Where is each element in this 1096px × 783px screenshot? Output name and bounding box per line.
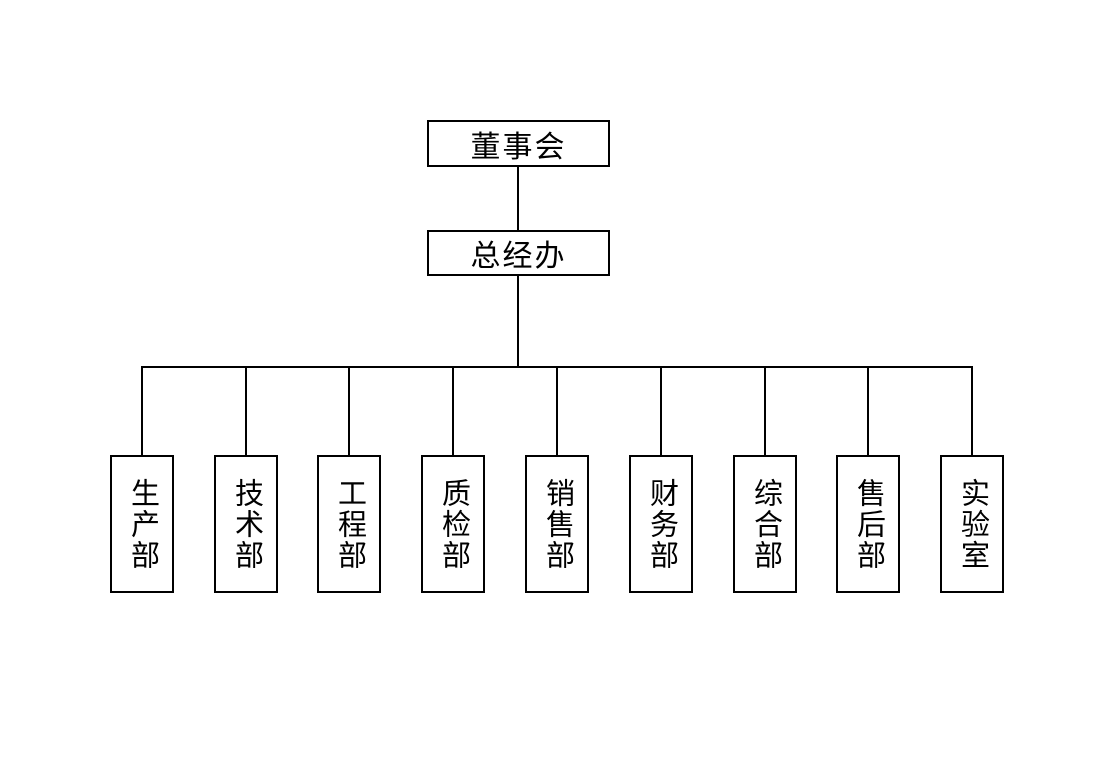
connector-drop-quality-inspection (452, 366, 454, 455)
root-box-label: 董事会 (470, 130, 567, 164)
connector-drop-sales (556, 366, 558, 455)
dept-label-general-affairs: 综合部 (749, 477, 782, 571)
connector-drop-finance (660, 366, 662, 455)
dept-box-engineering: 工程部 (317, 455, 381, 593)
dept-label-engineering: 工程部 (333, 477, 366, 571)
connector-drop-engineering (348, 366, 350, 455)
dept-box-technology: 技术部 (214, 455, 278, 593)
dept-label-laboratory: 实验室 (956, 477, 989, 571)
dept-box-finance: 财务部 (629, 455, 693, 593)
dept-box-after-sales: 售后部 (836, 455, 900, 593)
dept-label-sales: 销售部 (541, 477, 574, 571)
connector-drop-technology (245, 366, 247, 455)
dept-label-quality-inspection: 质检部 (437, 477, 470, 571)
dept-label-after-sales: 售后部 (852, 477, 885, 571)
connector-drop-after-sales (867, 366, 869, 455)
dept-box-general-affairs: 综合部 (733, 455, 797, 593)
dept-box-production: 生产部 (110, 455, 174, 593)
dept-label-production: 生产部 (126, 477, 159, 571)
dept-box-laboratory: 实验室 (940, 455, 1004, 593)
connector-middle-to-bus (517, 276, 519, 366)
dept-box-sales: 销售部 (525, 455, 589, 593)
root-box-board: 董事会 (427, 120, 610, 167)
connector-drop-production (141, 366, 143, 455)
connector-root-to-middle (517, 167, 519, 230)
dept-label-technology: 技术部 (230, 477, 263, 571)
dept-box-quality-inspection: 质检部 (421, 455, 485, 593)
middle-box-gm-office: 总经办 (427, 230, 610, 276)
connector-drop-general-affairs (764, 366, 766, 455)
connector-drop-laboratory (971, 366, 973, 455)
dept-label-finance: 财务部 (645, 477, 678, 571)
middle-box-label: 总经办 (470, 240, 567, 273)
